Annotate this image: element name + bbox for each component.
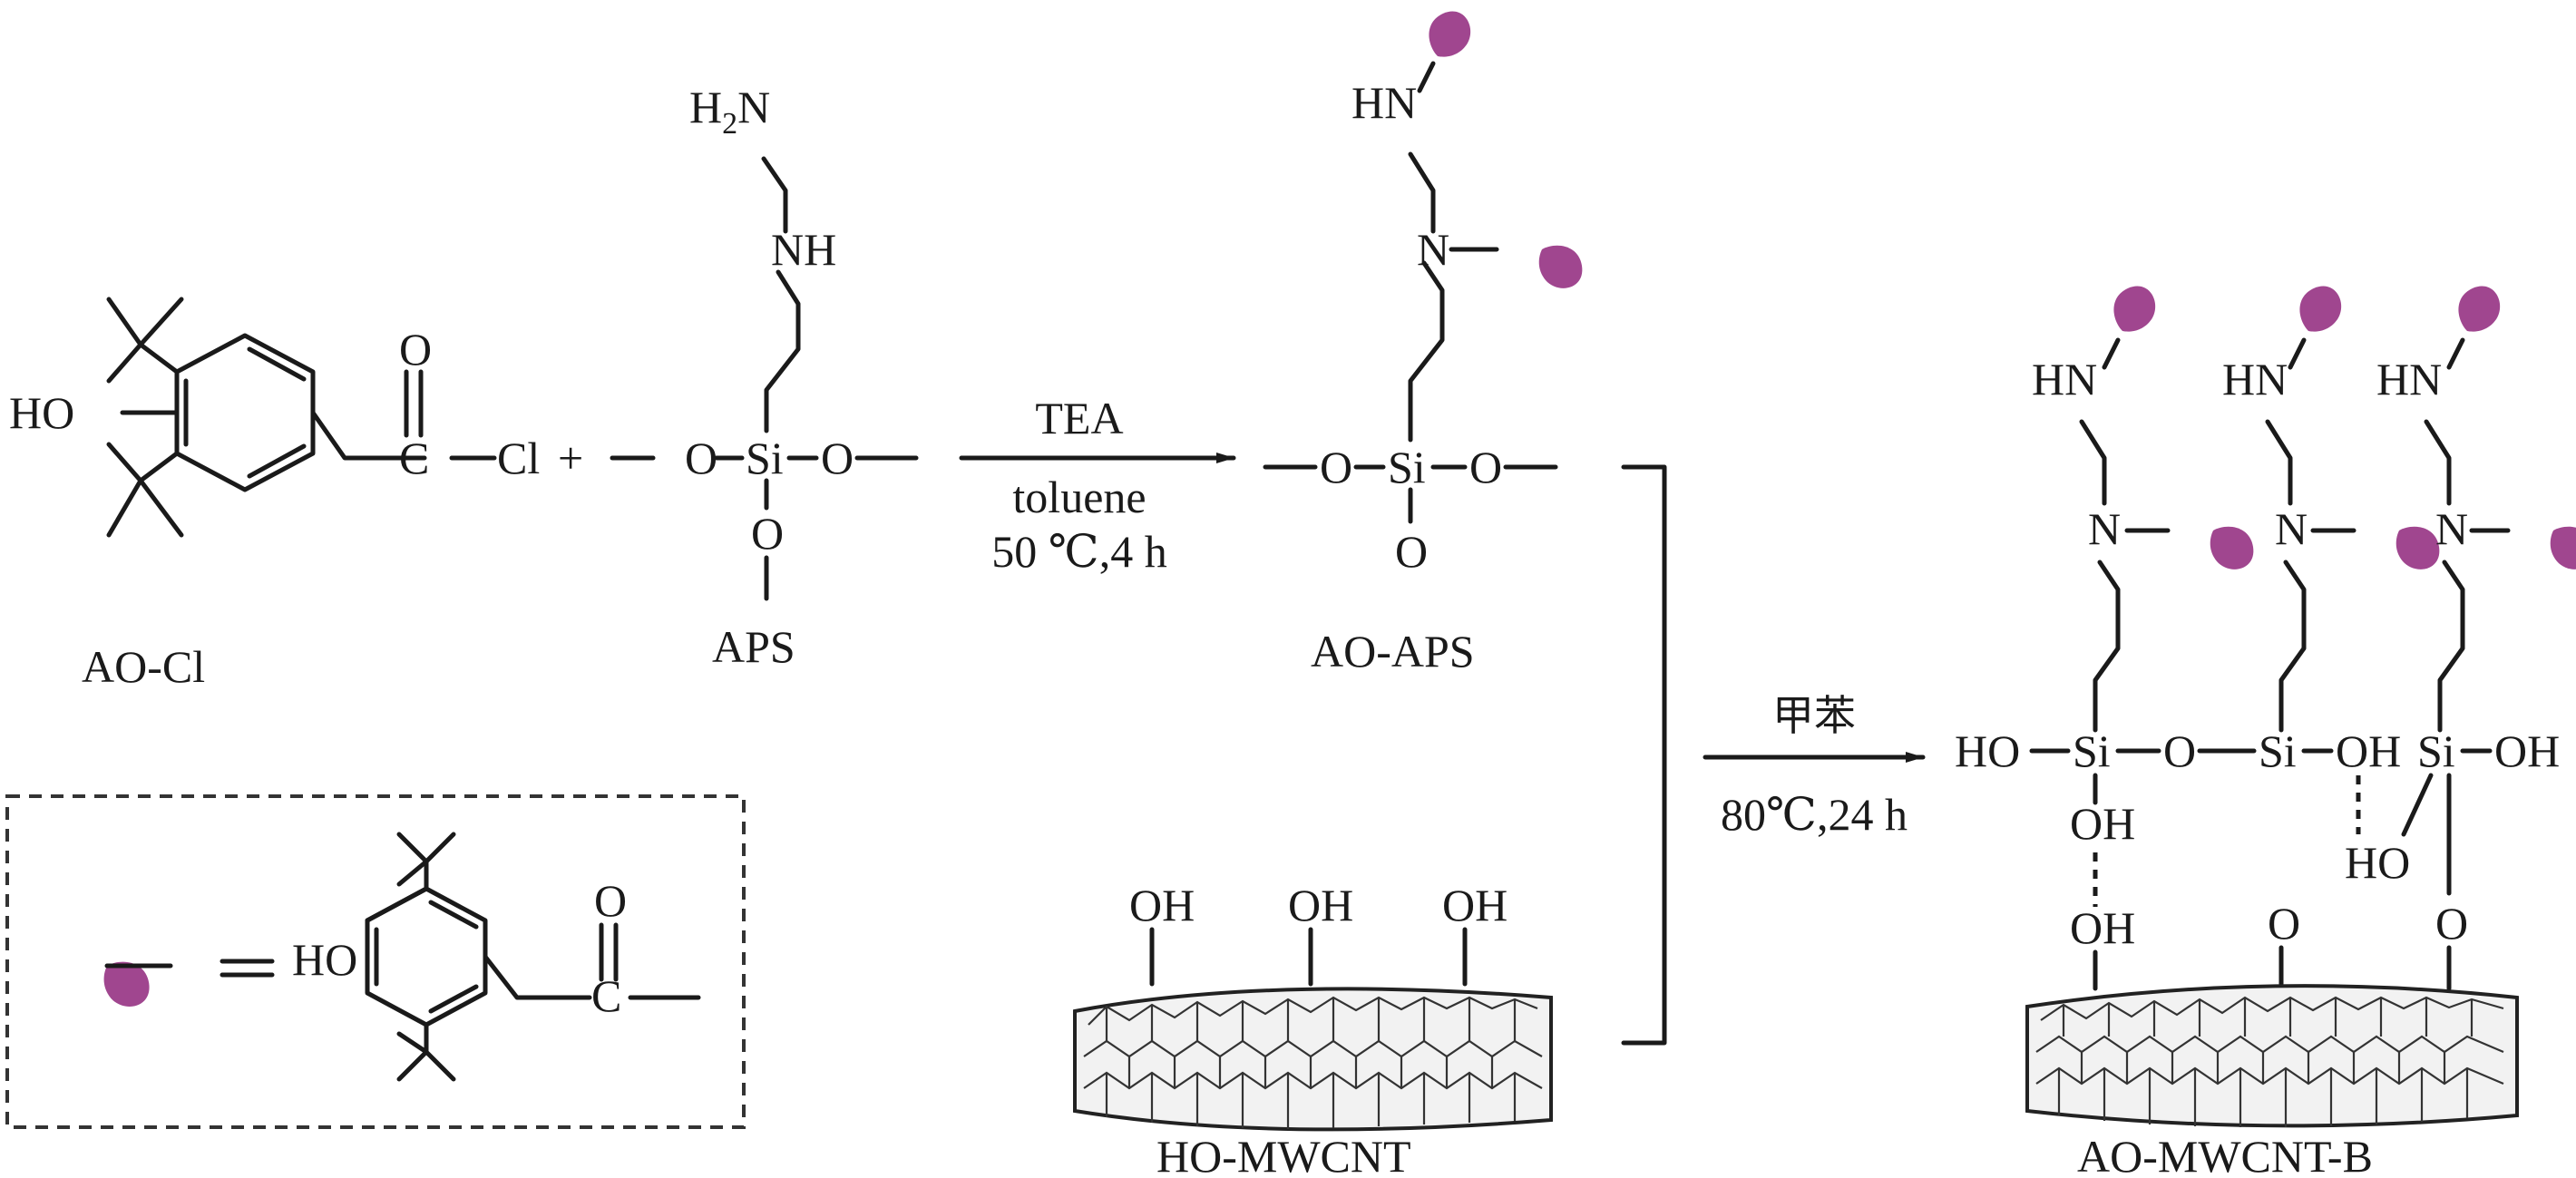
- legend-carbonyl-oxygen: O: [594, 875, 627, 926]
- ao-cl-label: AO-Cl: [82, 641, 205, 692]
- product-si-1: Si: [2073, 725, 2111, 776]
- product-oh-middle: OH: [2336, 725, 2401, 776]
- carbonyl-carbon: C: [399, 433, 429, 483]
- ao-aps-oxygen-bottom: O: [1395, 526, 1428, 577]
- antioxidant-drop-icon: [2108, 282, 2161, 336]
- aps-oxygen-right: O: [821, 433, 854, 483]
- aps-secondary-amine: NH: [771, 224, 836, 275]
- legend-box: HO O C: [5, 794, 746, 1129]
- ao-aps-label: AO-APS: [1311, 626, 1475, 677]
- chain1-n: N: [2088, 503, 2121, 554]
- ao-aps-oxygen-right: O: [1469, 442, 1502, 492]
- ao-mwcnt-b-label: AO-MWCNT-B: [2077, 1131, 2373, 1178]
- chain1-hn: HN: [2032, 354, 2097, 404]
- aps-molecule: O Si O O NH H2N APS: [685, 82, 919, 672]
- solvent-label: toluene: [1012, 472, 1146, 522]
- chain2-n: N: [2275, 503, 2308, 554]
- mwcnt-hydroxyl-3: OH: [1442, 880, 1508, 930]
- ao-aps-silicon: Si: [1388, 442, 1426, 492]
- product-bridge-oxygen: O: [2163, 725, 2196, 776]
- reactant-bracket: [1621, 464, 1667, 1046]
- product-si-2: Si: [2259, 725, 2297, 776]
- hydroxyl-label: HO: [9, 387, 74, 438]
- mwcnt-hydroxyl-1: OH: [1129, 880, 1195, 930]
- antioxidant-drop-icon: [2210, 526, 2254, 570]
- product-oh-right: OH: [2494, 725, 2560, 776]
- antioxidant-drop-icon: [1423, 7, 1477, 61]
- mwcnt-hydroxyl-2: OH: [1288, 880, 1353, 930]
- reaction-arrow-1: TEA toluene 50 ℃,4 h: [959, 393, 1236, 577]
- aps-oxygen-bottom: O: [751, 508, 784, 559]
- ho-mwcnt-tube: OH OH OH HO-MWCNT: [1073, 880, 1553, 1178]
- temperature-time-label-2: 80℃,24 h: [1721, 789, 1908, 840]
- ho-mwcnt-label: HO-MWCNT: [1156, 1131, 1411, 1178]
- catalyst-label: TEA: [1035, 393, 1123, 443]
- surface-oh: OH: [2070, 902, 2135, 953]
- product-si1-oh: OH: [2070, 798, 2135, 849]
- antioxidant-drop-icon: [2395, 526, 2440, 570]
- ao-aps-molecule: O Si O O N HN AO-APS: [1263, 7, 1583, 677]
- antioxidant-drop-icon: [2453, 282, 2506, 336]
- product-ho-left: HO: [1955, 725, 2020, 776]
- chlorine-label: Cl: [497, 433, 540, 483]
- ao-aps-hn: HN: [1351, 77, 1417, 128]
- product-si-3: Si: [2417, 725, 2455, 776]
- ao-aps-oxygen-left: O: [1320, 442, 1352, 492]
- chain3-n: N: [2435, 503, 2468, 554]
- aps-primary-amine: H2N: [689, 82, 770, 141]
- antioxidant-drop-icon: [2550, 526, 2576, 570]
- carbonyl-oxygen: O: [399, 324, 432, 375]
- ao-cl-molecule: HO O C Cl + AO-Cl: [9, 297, 656, 692]
- antioxidant-drop-icon: [1538, 245, 1583, 288]
- solvent-toluene-label: 甲苯: [1772, 691, 1856, 740]
- temperature-time-label: 50 ℃,4 h: [991, 526, 1166, 577]
- legend-carbonyl-carbon: C: [591, 970, 621, 1021]
- aps-silicon: Si: [746, 433, 784, 483]
- antioxidant-drop-icon: [103, 961, 150, 1007]
- antioxidant-drop-icon: [2294, 282, 2347, 336]
- chain3-hn: HN: [2376, 354, 2442, 404]
- legend-hydroxyl: HO: [292, 934, 357, 985]
- aps-oxygen-left: O: [685, 433, 717, 483]
- surface-oxygen-middle: O: [2268, 898, 2300, 949]
- product-si3-ho: HO: [2345, 837, 2410, 888]
- aps-label: APS: [712, 621, 795, 672]
- plus-sign: +: [558, 433, 583, 483]
- reaction-arrow-2: 甲苯 80℃,24 h: [1703, 691, 1926, 840]
- ao-mwcnt-b-product: N HN N HN N HN HO Si O Si OH Si: [1955, 282, 2576, 1178]
- product-si3-oxygen: O: [2435, 898, 2468, 949]
- chain2-hn: HN: [2222, 354, 2288, 404]
